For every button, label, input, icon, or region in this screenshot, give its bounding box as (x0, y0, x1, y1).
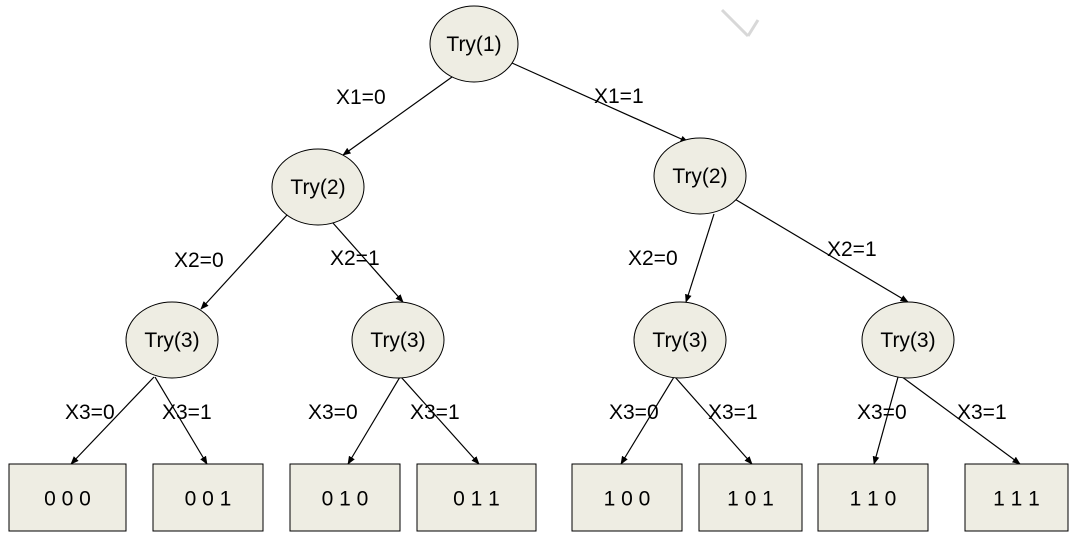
edge-arrow-root-L (342, 76, 453, 156)
edge-arrow-L-LL (200, 214, 288, 310)
edge-arrow-R-RL (685, 213, 715, 303)
leaf-rect-b000 (8, 463, 127, 532)
edge-arrow-RL-b100 (620, 376, 675, 465)
watermark-stroke (720, 8, 760, 38)
edge-arrow-LR-b011 (400, 376, 480, 465)
edge-label-root-R: X1=1 (594, 85, 644, 108)
edge-arrow-LL-b000 (70, 376, 155, 465)
tree-node-LL: Try(3) (125, 301, 219, 379)
edge-label-RR-b111: X3=1 (957, 401, 1007, 424)
leaf-box-b111: 1 1 1 (964, 463, 1069, 532)
edge-label-L-LR: X2=1 (330, 247, 380, 270)
leaf-label-b100: 1 0 0 (604, 488, 651, 511)
leaf-rect-b110 (817, 463, 929, 532)
leaf-label-b010: 0 1 0 (322, 488, 369, 511)
leaf-box-b100: 1 0 0 (571, 463, 683, 532)
tree-node-R: Try(2) (653, 137, 747, 215)
leaf-rect-b101 (698, 463, 803, 532)
edge-label-root-L: X1=0 (336, 86, 386, 109)
node-ellipse-R (653, 137, 747, 215)
edge-arrow-RR-b111 (889, 367, 1021, 465)
leaf-label-b111: 1 1 1 (993, 488, 1040, 511)
edge-arrow-root-R (511, 62, 689, 143)
leaf-label-b101: 1 0 1 (727, 488, 774, 511)
edge-label-LR-b011: X3=1 (410, 401, 460, 424)
node-ellipse-LL (125, 301, 219, 379)
edge-label-LL-b000: X3=0 (65, 401, 115, 424)
leaf-box-b010: 0 1 0 (289, 463, 401, 532)
leaf-rect-b010 (289, 463, 401, 532)
node-label-R: Try(2) (672, 165, 727, 188)
edge-label-RL-b100: X3=0 (609, 401, 659, 424)
edge-label-RL-b101: X3=1 (708, 401, 758, 424)
edge-label-R-RR: X2=1 (827, 238, 877, 261)
node-label-RL: Try(3) (652, 329, 707, 352)
leaf-label-b000: 0 0 0 (44, 488, 91, 511)
node-ellipse-RL (633, 301, 727, 379)
node-label-root: Try(1) (446, 33, 501, 56)
tree-node-root: Try(1) (429, 5, 519, 83)
node-label-RR: Try(3) (880, 329, 935, 352)
tree-node-L: Try(2) (271, 148, 365, 226)
edge-label-L-LL: X2=0 (174, 249, 224, 272)
edge-label-R-RL: X2=0 (628, 247, 678, 270)
tree-node-RR: Try(3) (861, 301, 955, 379)
leaf-box-b001: 0 0 1 (152, 463, 264, 532)
leaf-label-b011: 0 1 1 (453, 488, 500, 511)
node-ellipse-LR (351, 301, 445, 379)
node-label-L: Try(2) (290, 176, 345, 199)
edge-label-LL-b001: X3=1 (162, 401, 212, 424)
edge-arrow-LL-b001 (154, 376, 208, 465)
edge-arrow-RR-b110 (872, 376, 899, 465)
tree-node-LR: Try(3) (351, 301, 445, 379)
edge-label-RR-b110: X3=0 (857, 401, 907, 424)
edge-arrow-R-RR (732, 197, 909, 303)
leaf-rect-b111 (964, 463, 1069, 532)
leaf-label-b110: 1 1 0 (850, 488, 897, 511)
leaf-box-b000: 0 0 0 (8, 463, 127, 532)
edge-label-LR-b010: X3=0 (308, 401, 358, 424)
leaf-rect-b001 (152, 463, 264, 532)
node-ellipse-L (271, 148, 365, 226)
node-ellipse-RR (861, 301, 955, 379)
edge-arrow-L-LR (324, 213, 404, 303)
leaf-box-b110: 1 1 0 (817, 463, 929, 532)
edge-arrow-LR-b010 (347, 376, 401, 465)
leaf-label-b001: 0 0 1 (185, 488, 232, 511)
tree-node-RL: Try(3) (633, 301, 727, 379)
leaf-box-b011: 0 1 1 (416, 463, 537, 532)
leaf-box-b101: 1 0 1 (698, 463, 803, 532)
node-label-LL: Try(3) (144, 329, 199, 352)
node-ellipse-root (429, 5, 519, 83)
leaf-rect-b100 (571, 463, 683, 532)
node-label-LR: Try(3) (370, 329, 425, 352)
leaf-rect-b011 (416, 463, 537, 532)
edge-arrow-RL-b101 (674, 376, 753, 465)
